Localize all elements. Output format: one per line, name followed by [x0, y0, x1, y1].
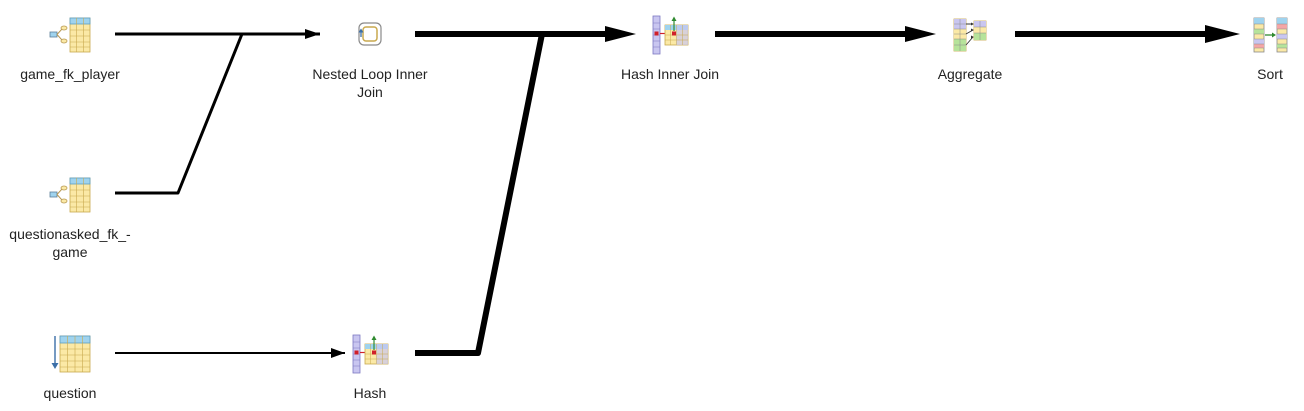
- node-hash[interactable]: Hash: [290, 332, 450, 402]
- edge-hash-join-to-aggregate: [715, 26, 936, 42]
- node-sort[interactable]: Sort: [1190, 13, 1304, 83]
- edge-questionasked-fk-game-to-nested-loop: [115, 33, 244, 195]
- edge-hash-to-hash-join: [415, 33, 545, 356]
- edge-arrowhead: [905, 26, 936, 42]
- edge-aggregate-to-sort: [1015, 25, 1240, 43]
- edge-line: [115, 33, 244, 195]
- aggregate-icon: [953, 18, 987, 52]
- node-label: Aggregate: [937, 66, 1003, 82]
- node-label: questionasked_fk_-game: [9, 226, 131, 260]
- edge-arrowhead: [305, 29, 320, 39]
- node-label: Sort: [1257, 66, 1283, 82]
- node-game-fk-player[interactable]: game_fk_player: [0, 13, 150, 83]
- hash-join-icon: [652, 15, 689, 55]
- node-questionasked-fk-game[interactable]: questionasked_fk_-game: [0, 173, 150, 261]
- index-scan-icon: [49, 17, 91, 53]
- edge-question-to-hash: [115, 348, 345, 358]
- edge-arrowhead: [1205, 25, 1240, 43]
- edge-arrowhead: [605, 26, 636, 42]
- node-hash-inner-join[interactable]: Hash Inner Join: [590, 13, 750, 83]
- node-label: Hash: [353, 385, 387, 401]
- node-question[interactable]: question: [0, 332, 150, 402]
- node-label: game_fk_player: [20, 66, 120, 82]
- sort-icon: [1253, 17, 1288, 53]
- node-aggregate[interactable]: Aggregate: [890, 13, 1050, 83]
- edge-game-fk-player-to-nested-loop: [115, 29, 320, 39]
- edge-line: [415, 33, 545, 356]
- node-label: Hash Inner Join: [620, 66, 720, 82]
- edge-nested-loop-to-hash-join: [415, 26, 636, 42]
- nested-loop-icon: [358, 22, 382, 46]
- node-label: question: [43, 385, 97, 401]
- table-scan-icon: [51, 335, 91, 373]
- edge-arrowhead: [331, 348, 345, 358]
- hash-icon: [352, 334, 389, 374]
- index-scan-icon: [49, 177, 91, 213]
